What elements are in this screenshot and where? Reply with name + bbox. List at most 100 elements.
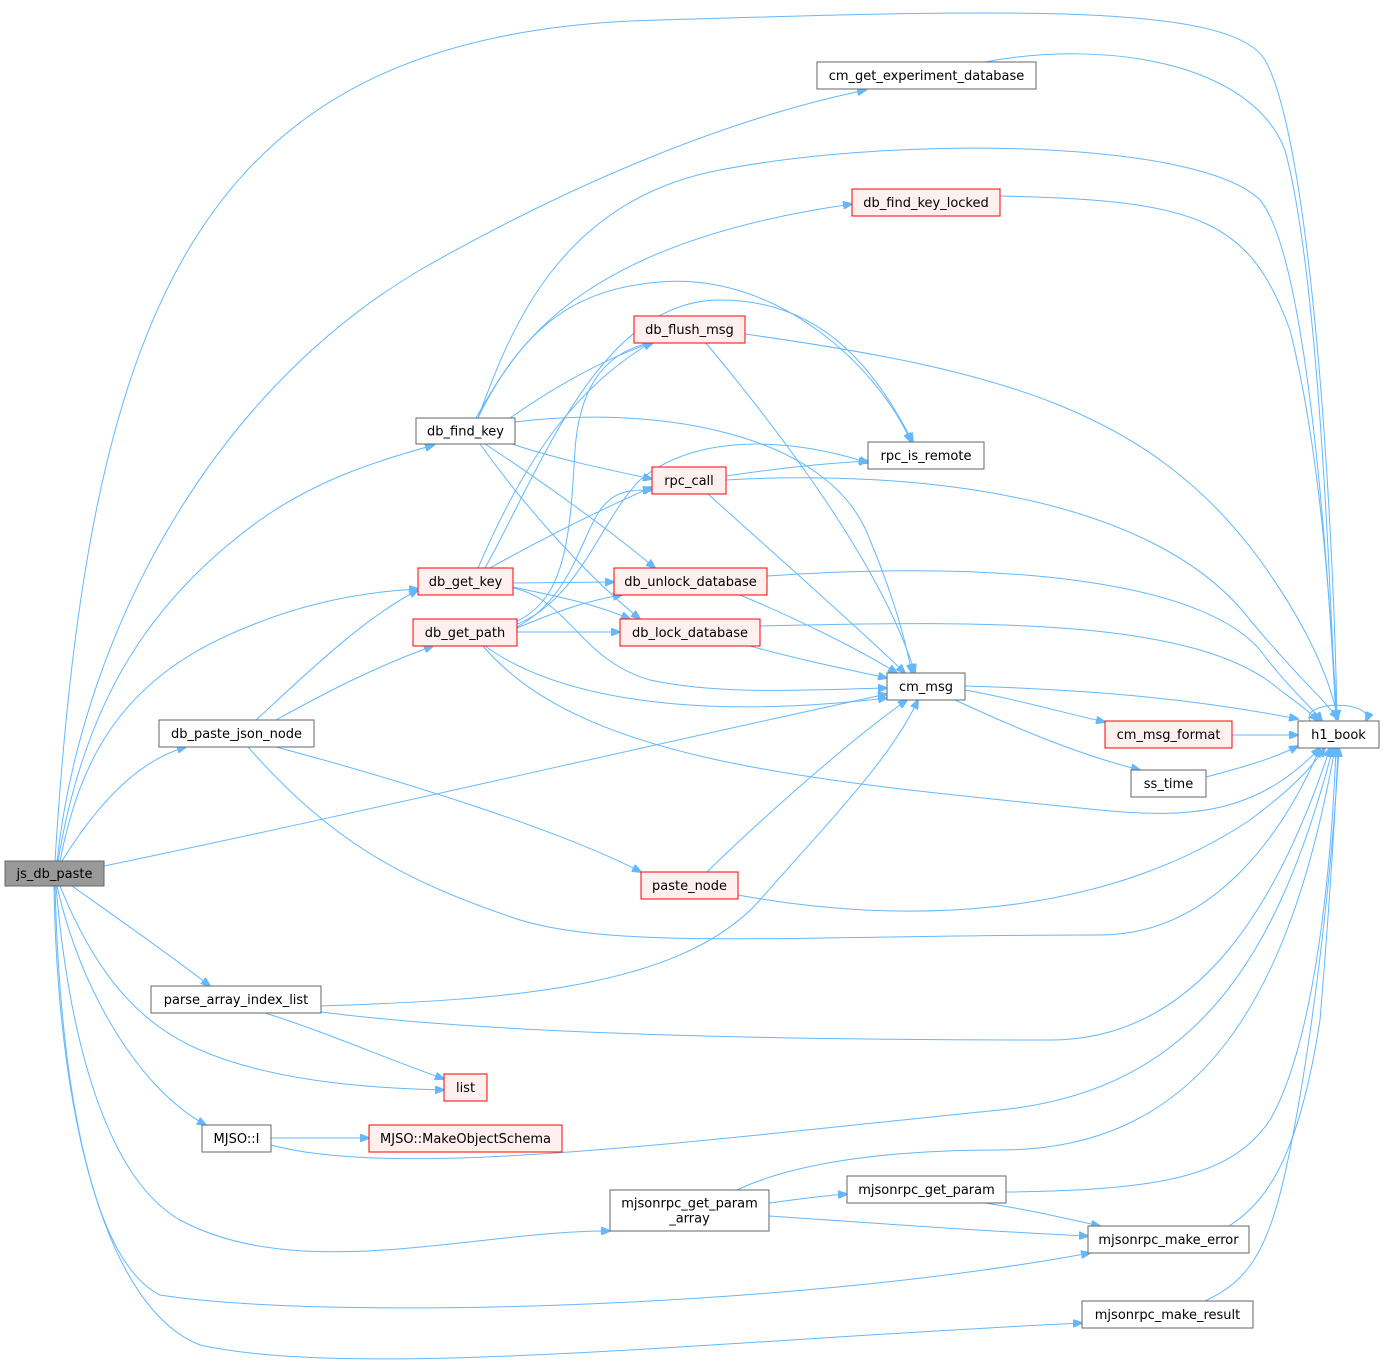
node-mjsonrpc_get_param_array[interactable]: mjsonrpc_get_param_array bbox=[609, 1189, 770, 1232]
node-box[interactable] bbox=[1081, 1300, 1254, 1329]
node-box[interactable] bbox=[1104, 720, 1233, 749]
node-label: db_get_path bbox=[425, 626, 505, 641]
edge-js_db_paste-to-cm_get_experiment_database bbox=[56, 90, 866, 862]
node-label: ss_time bbox=[1144, 777, 1193, 792]
node-box[interactable] bbox=[867, 441, 985, 470]
node-db_find_key_locked[interactable]: db_find_key_locked bbox=[851, 188, 1001, 217]
edge-path bbox=[737, 748, 1325, 912]
node-db_find_key[interactable]: db_find_key bbox=[415, 417, 516, 445]
edge-path bbox=[1205, 746, 1298, 778]
node-MJSO_MakeObjectSchema[interactable]: MJSO::MakeObjectSchema bbox=[368, 1124, 563, 1153]
edge-path bbox=[736, 748, 1335, 1191]
edge-path bbox=[484, 443, 655, 568]
edge-mjsonrpc_get_param_array-to-mjsonrpc_get_param bbox=[768, 1194, 847, 1204]
node-box[interactable] bbox=[201, 1124, 272, 1153]
node-box[interactable] bbox=[368, 1124, 563, 1153]
node-box[interactable] bbox=[633, 315, 746, 344]
node-box[interactable] bbox=[1087, 1225, 1250, 1254]
edge-path bbox=[1204, 748, 1339, 1302]
node-box[interactable] bbox=[158, 719, 315, 748]
node-db_get_path[interactable]: db_get_path bbox=[412, 618, 518, 647]
edge-path bbox=[320, 700, 918, 1007]
node-label: mjsonrpc_get_param bbox=[621, 1197, 758, 1212]
node-mjsonrpc_get_param[interactable]: mjsonrpc_get_param bbox=[846, 1175, 1007, 1204]
node-db_get_key[interactable]: db_get_key bbox=[417, 567, 514, 596]
edge-path bbox=[56, 885, 206, 1125]
edge-db_find_key-to-rpc_is_remote bbox=[475, 280, 911, 442]
edge-path bbox=[964, 685, 1298, 719]
node-box[interactable] bbox=[4, 860, 105, 887]
edge-db_get_path-to-h1_book bbox=[482, 645, 1320, 814]
edge-path bbox=[1005, 748, 1336, 1193]
node-label: rpc_is_remote bbox=[881, 449, 972, 464]
edge-path bbox=[514, 443, 868, 626]
edge-path bbox=[477, 147, 1336, 719]
edge-path bbox=[512, 586, 630, 619]
edge-path bbox=[103, 694, 887, 867]
node-box[interactable] bbox=[150, 985, 322, 1014]
node-parse_array_index_list[interactable]: parse_array_index_list bbox=[150, 985, 322, 1014]
edge-path bbox=[509, 342, 654, 419]
node-label: list bbox=[456, 1081, 475, 1096]
node-box[interactable] bbox=[1130, 769, 1207, 798]
edge-path bbox=[61, 747, 186, 862]
node-box[interactable] bbox=[613, 567, 768, 596]
node-db_paste_json_node[interactable]: db_paste_json_node bbox=[158, 719, 315, 748]
edge-db_get_path-to-db_unlock_database bbox=[516, 595, 622, 629]
edge-mjsonrpc_make_result-to-h1_book bbox=[1204, 748, 1339, 1302]
edge-path bbox=[484, 645, 887, 708]
node-box[interactable] bbox=[619, 618, 761, 647]
node-label: mjsonrpc_make_result bbox=[1095, 1308, 1240, 1323]
node-MJSO_I[interactable]: MJSO::I bbox=[201, 1124, 272, 1153]
edge-path bbox=[270, 748, 1333, 1160]
node-label: h1_book bbox=[1311, 728, 1366, 743]
edge-db_get_key-to-rpc_is_remote bbox=[484, 299, 913, 569]
node-paste_node[interactable]: paste_node bbox=[640, 871, 739, 900]
node-js_db_paste[interactable]: js_db_paste bbox=[4, 860, 105, 887]
node-label: mjsonrpc_make_error bbox=[1098, 1233, 1239, 1248]
node-box[interactable] bbox=[640, 871, 739, 900]
node-ss_time[interactable]: ss_time bbox=[1130, 769, 1207, 798]
node-mjsonrpc_make_error[interactable]: mjsonrpc_make_error bbox=[1087, 1225, 1250, 1254]
node-box[interactable] bbox=[886, 672, 966, 701]
edge-path bbox=[725, 477, 1338, 719]
node-box[interactable] bbox=[651, 466, 727, 495]
node-box[interactable] bbox=[851, 188, 1001, 217]
node-cm_get_experiment_database[interactable]: cm_get_experiment_database bbox=[816, 61, 1037, 90]
node-label: db_paste_json_node bbox=[171, 727, 302, 742]
edge-js_db_paste-to-db_paste_json_node bbox=[61, 747, 186, 862]
edge-path bbox=[705, 342, 915, 673]
edge-path bbox=[707, 493, 905, 673]
node-mjsonrpc_make_result[interactable]: mjsonrpc_make_result bbox=[1081, 1300, 1254, 1329]
node-rpc_is_remote[interactable]: rpc_is_remote bbox=[867, 441, 985, 470]
edge-path bbox=[984, 53, 1336, 719]
node-rpc_call[interactable]: rpc_call bbox=[651, 466, 727, 495]
node-box[interactable] bbox=[1297, 720, 1380, 749]
node-label: db_flush_msg bbox=[645, 323, 734, 338]
edge-mjsonrpc_get_param_array-to-h1_book bbox=[736, 748, 1335, 1191]
node-cm_msg[interactable]: cm_msg bbox=[886, 672, 966, 701]
edge-MJSO_I-to-h1_book bbox=[270, 748, 1333, 1160]
node-h1_book[interactable]: h1_book bbox=[1297, 720, 1380, 749]
node-label: db_lock_database bbox=[632, 626, 748, 641]
edge-path bbox=[71, 885, 210, 986]
edge-path bbox=[768, 1194, 847, 1204]
node-db_lock_database[interactable]: db_lock_database bbox=[619, 618, 761, 647]
node-box[interactable] bbox=[412, 618, 518, 647]
node-db_flush_msg[interactable]: db_flush_msg bbox=[633, 315, 746, 344]
edge-db_get_path-to-db_flush_msg bbox=[514, 342, 654, 623]
node-list[interactable]: list bbox=[443, 1073, 488, 1102]
edge-path bbox=[477, 342, 652, 569]
node-db_unlock_database[interactable]: db_unlock_database bbox=[613, 567, 768, 596]
node-box[interactable] bbox=[443, 1073, 488, 1102]
edge-path bbox=[749, 645, 887, 678]
node-box[interactable] bbox=[415, 417, 516, 445]
node-cm_msg_format[interactable]: cm_msg_format bbox=[1104, 720, 1233, 749]
edge-js_db_paste-to-db_get_key bbox=[59, 589, 418, 862]
node-box[interactable] bbox=[417, 567, 514, 596]
node-box[interactable] bbox=[609, 1189, 770, 1232]
node-box[interactable] bbox=[816, 61, 1037, 90]
node-box[interactable] bbox=[846, 1175, 1007, 1204]
edge-path bbox=[514, 416, 912, 673]
edge-cm_get_experiment_database-to-h1_book bbox=[984, 53, 1336, 719]
